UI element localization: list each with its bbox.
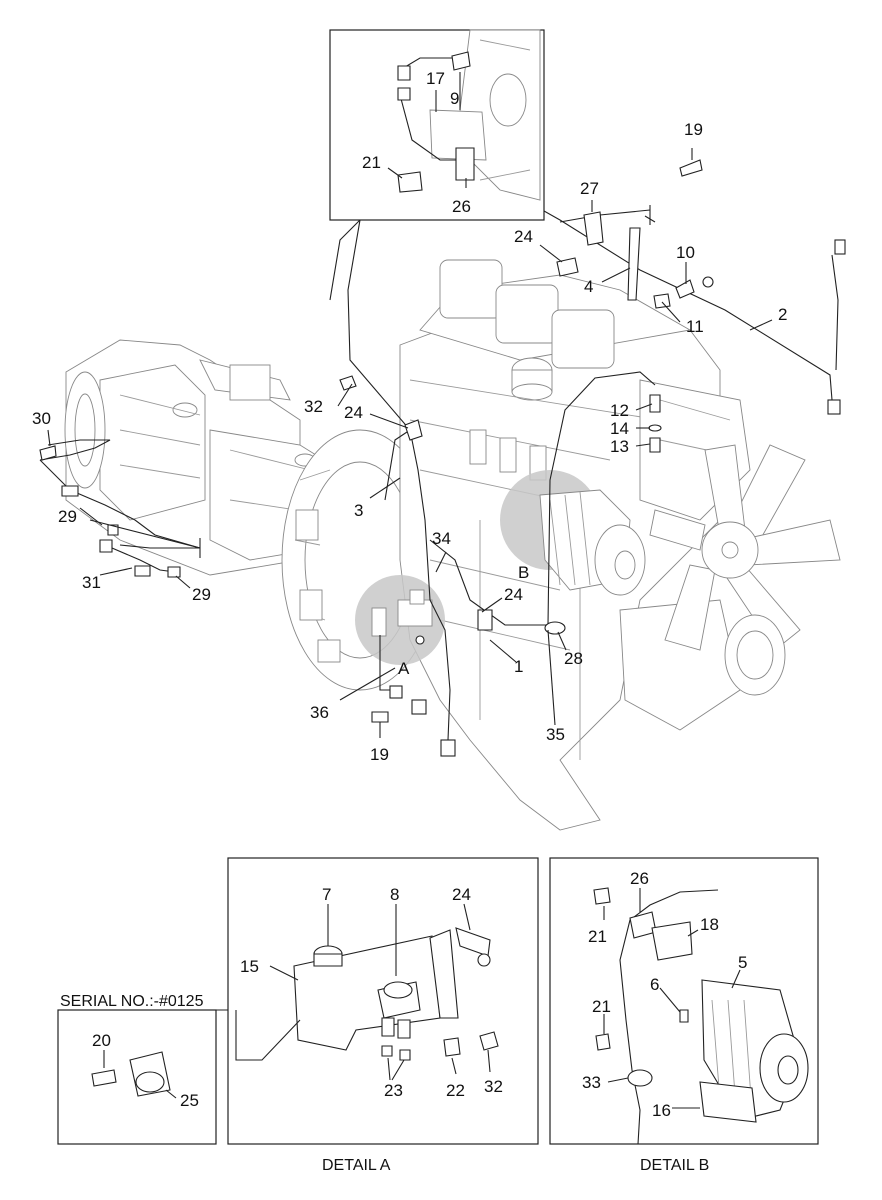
- cooling-fan-illustration: [649, 444, 841, 696]
- callout-34: 34: [432, 529, 451, 548]
- callout-2: 2: [778, 305, 787, 324]
- engine-assembly-illustration: [64, 259, 841, 831]
- marker-a: A: [398, 659, 410, 678]
- callout-13: 13: [610, 437, 629, 456]
- callout-31: 31: [82, 573, 101, 592]
- starter-relay-area: [355, 575, 445, 665]
- callout-11: 11: [686, 317, 704, 336]
- callout-9: 9: [450, 89, 459, 108]
- detail-a-caption: DETAIL A: [322, 1157, 391, 1174]
- callout-4: 4: [584, 277, 593, 296]
- callout-10: 10: [676, 243, 695, 262]
- callout-3: 3: [354, 501, 363, 520]
- detail-a-callout-22: 22: [446, 1081, 465, 1100]
- detail-b-callout-21-bottom: 21: [592, 997, 611, 1016]
- hydraulic-pump-illustration: [64, 339, 341, 576]
- top-inset-view: [329, 29, 545, 301]
- alternator-illustration: [500, 470, 646, 596]
- detail-a-callout-7: 7: [322, 885, 331, 904]
- callout-29-right: 29: [192, 585, 211, 604]
- marker-b: B: [518, 563, 529, 582]
- serial-number-box: SERIAL NO.:-#0125 20 25: [57, 993, 262, 1145]
- callout-29-left: 29: [58, 507, 77, 526]
- detail-a-panel: 7 8 24 15 23 22 32: [227, 857, 539, 1145]
- detail-b-panel: 26 21 18 5 6 21 33 16: [549, 857, 819, 1145]
- main-callouts: 17 9 21 26 19 27 24 10 4 11 2 32 24 12 1…: [32, 69, 787, 764]
- callout-26: 26: [452, 197, 471, 216]
- callout-36: 36: [310, 703, 329, 722]
- leader-lines: [47, 72, 773, 738]
- callout-25: 25: [180, 1091, 199, 1110]
- detail-b-caption: DETAIL B: [640, 1157, 709, 1174]
- detail-a-callout-15: 15: [240, 957, 259, 976]
- callout-30: 30: [32, 409, 51, 428]
- callout-19-top: 19: [684, 120, 703, 139]
- detail-b-callout-26: 26: [630, 869, 649, 888]
- serial-number-label: SERIAL NO.:-#0125: [60, 993, 204, 1010]
- callout-24-mid: 24: [344, 403, 363, 422]
- hardware-parts: [39, 159, 846, 757]
- detail-b-callout-16: 16: [652, 1101, 671, 1120]
- callout-14: 14: [610, 419, 629, 438]
- detail-b-callout-18: 18: [700, 915, 719, 934]
- callout-12: 12: [610, 401, 629, 420]
- detail-a-callout-32: 32: [484, 1077, 503, 1096]
- callout-21: 21: [362, 153, 381, 172]
- callout-32-main: 32: [304, 397, 323, 416]
- callout-17: 17: [426, 69, 445, 88]
- callout-19-low: 19: [370, 745, 389, 764]
- callout-35: 35: [546, 725, 565, 744]
- callout-24-low: 24: [504, 585, 523, 604]
- callout-28: 28: [564, 649, 583, 668]
- detail-b-callout-21-top: 21: [588, 927, 607, 946]
- callout-20: 20: [92, 1031, 111, 1050]
- detail-b-callout-6: 6: [650, 975, 659, 994]
- detail-b-callout-33: 33: [582, 1073, 601, 1092]
- detail-a-callout-23: 23: [384, 1081, 403, 1100]
- callout-1: 1: [514, 657, 523, 676]
- callout-27: 27: [580, 179, 599, 198]
- detail-a-callout-8: 8: [390, 885, 399, 904]
- callout-24-top: 24: [514, 227, 533, 246]
- detail-a-callout-24: 24: [452, 885, 471, 904]
- detail-b-callout-5: 5: [738, 953, 747, 972]
